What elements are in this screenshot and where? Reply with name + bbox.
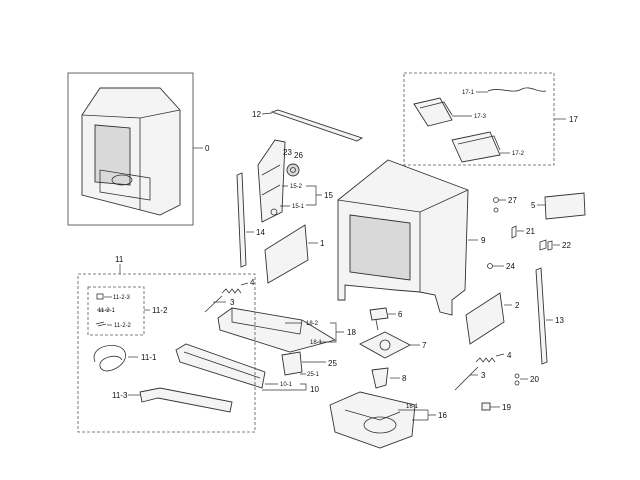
part-14-side-rail [236, 172, 247, 268]
callout-8: 8 [402, 374, 407, 383]
callout-11-1: 11-1 [141, 353, 157, 362]
part-16-base [329, 391, 416, 449]
callout-27: 27 [508, 196, 517, 205]
callout-16: 16 [438, 411, 447, 420]
callout-11-2-3: 11-2-3 [113, 295, 131, 301]
callout-17: 17 [569, 115, 578, 124]
callout-18-2: 18-2 [306, 321, 319, 327]
part-22-clip [539, 239, 553, 251]
assembly-0-frame [67, 72, 194, 226]
part-11-3-bracket [139, 387, 233, 413]
callout-10-1: 10-1 [280, 382, 293, 388]
part-11-1-hose [93, 345, 126, 372]
assembly-0-group [67, 72, 194, 226]
callout-4-right: 4 [507, 351, 512, 360]
callout-16-1: 16-1 [406, 404, 419, 410]
callout-25-1: 25-1 [307, 372, 320, 378]
callout-23: 23 [283, 148, 292, 157]
callout-19: 19 [502, 403, 511, 412]
part-11-2-3 [96, 293, 104, 300]
callout-11-3: 11-3 [112, 391, 128, 400]
part-11-2-2 [95, 321, 107, 327]
kit-11-frame [77, 273, 256, 433]
callout-17-3: 17-3 [474, 114, 487, 120]
part-27-cap [493, 197, 499, 203]
callout-20: 20 [530, 375, 539, 384]
callout-18: 18 [347, 328, 356, 337]
callout-25: 25 [328, 359, 337, 368]
part-3-rod-right [454, 366, 479, 391]
callout-15-2: 15-2 [290, 184, 303, 190]
callout-17-2: 17-2 [512, 151, 525, 157]
callout-4-left: 4 [250, 278, 255, 287]
part-17-1-harness [487, 87, 547, 92]
callout-3-left: 3 [230, 298, 235, 307]
callout-11-2-2: 11-2-2 [114, 323, 132, 329]
part-6-nozzle [369, 307, 389, 321]
callout-7: 7 [422, 341, 427, 350]
callout-15-1: 15-1 [292, 204, 305, 210]
part-20-screw [514, 373, 520, 379]
part-19-block [481, 402, 491, 411]
callout-0: 0 [205, 144, 210, 153]
part-17-3-insulation [413, 97, 453, 127]
part-8-holder [371, 367, 389, 389]
callout-10: 10 [310, 385, 319, 394]
callout-21: 21 [526, 227, 535, 236]
part-7-plate [359, 331, 411, 359]
callout-22: 22 [562, 241, 571, 250]
callout-5: 5 [531, 201, 536, 210]
callout-13: 13 [555, 316, 564, 325]
callout-17-1: 17-1 [462, 90, 475, 96]
part-24-cap [487, 263, 493, 269]
callout-6: 6 [398, 310, 403, 319]
part-3-rod-left [204, 295, 223, 313]
callout-9: 9 [481, 236, 486, 245]
part-26-gear [286, 163, 300, 177]
callout-3-right: 3 [481, 371, 486, 380]
callout-11: 11 [115, 255, 124, 264]
part-4-spring-right [475, 357, 496, 363]
part-5-panel [544, 192, 586, 220]
part-10-front-panel [175, 343, 266, 389]
part-15-bracket [257, 139, 286, 223]
callout-11-2: 11-2 [152, 306, 168, 315]
callout-11-2-1: 11-2-1 [98, 308, 116, 314]
part-1-panel [264, 224, 309, 284]
callout-2: 2 [515, 301, 520, 310]
part-13-side-rail [535, 267, 548, 365]
callout-1: 1 [320, 239, 325, 248]
part-15-1-screw [270, 208, 278, 216]
callout-26: 26 [294, 151, 303, 160]
callout-15: 15 [324, 191, 333, 200]
callout-18-1: 18-1 [310, 340, 323, 346]
part-17-2-insulation [451, 131, 501, 163]
callout-12: 12 [252, 110, 261, 119]
part-4-spring-left [221, 288, 242, 294]
callout-24: 24 [506, 262, 515, 271]
part-12-rail [270, 109, 364, 142]
part-2-panel [465, 292, 505, 345]
part-21-clip [511, 225, 517, 239]
kit-11-2-frame [87, 286, 145, 336]
callout-14: 14 [256, 228, 265, 237]
part-25-bracket [281, 351, 303, 376]
